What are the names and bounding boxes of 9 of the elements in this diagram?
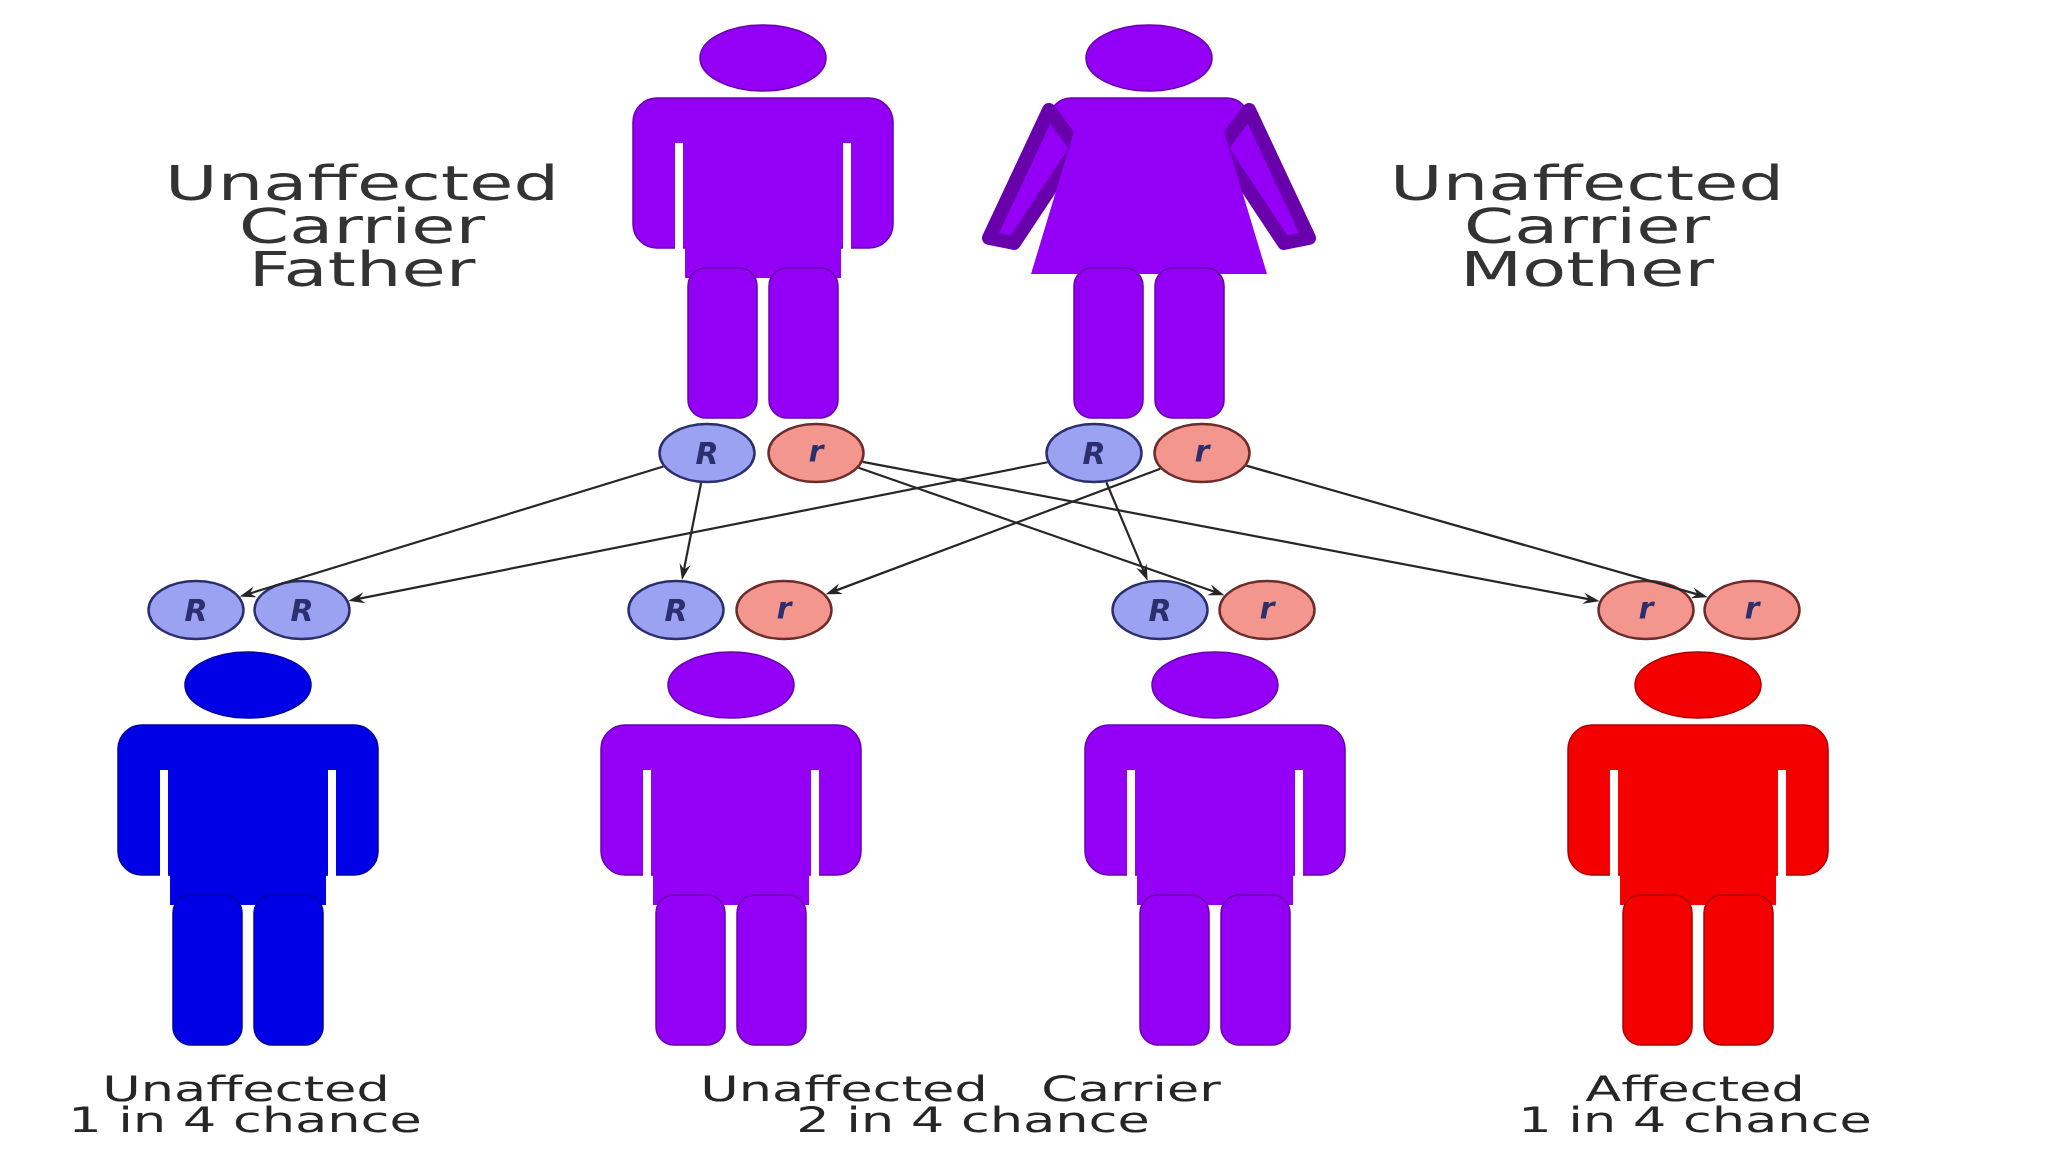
caption-text: 1 in 4 chance <box>74 1105 419 1133</box>
caption-text: Unaffected <box>106 1074 385 1102</box>
caption-text: Unaffected Carrier Mother <box>1396 163 1778 287</box>
caption-text: Carrier <box>1044 1074 1221 1102</box>
caption-text: 1 in 4 chance <box>1524 1105 1869 1133</box>
caption-text: Unaffected <box>704 1074 983 1102</box>
caption-text: 2 in 4 chance <box>800 1105 1147 1133</box>
caption-text: Affected <box>1585 1074 1800 1102</box>
caption-text: Unaffected Carrier Father <box>171 163 553 287</box>
